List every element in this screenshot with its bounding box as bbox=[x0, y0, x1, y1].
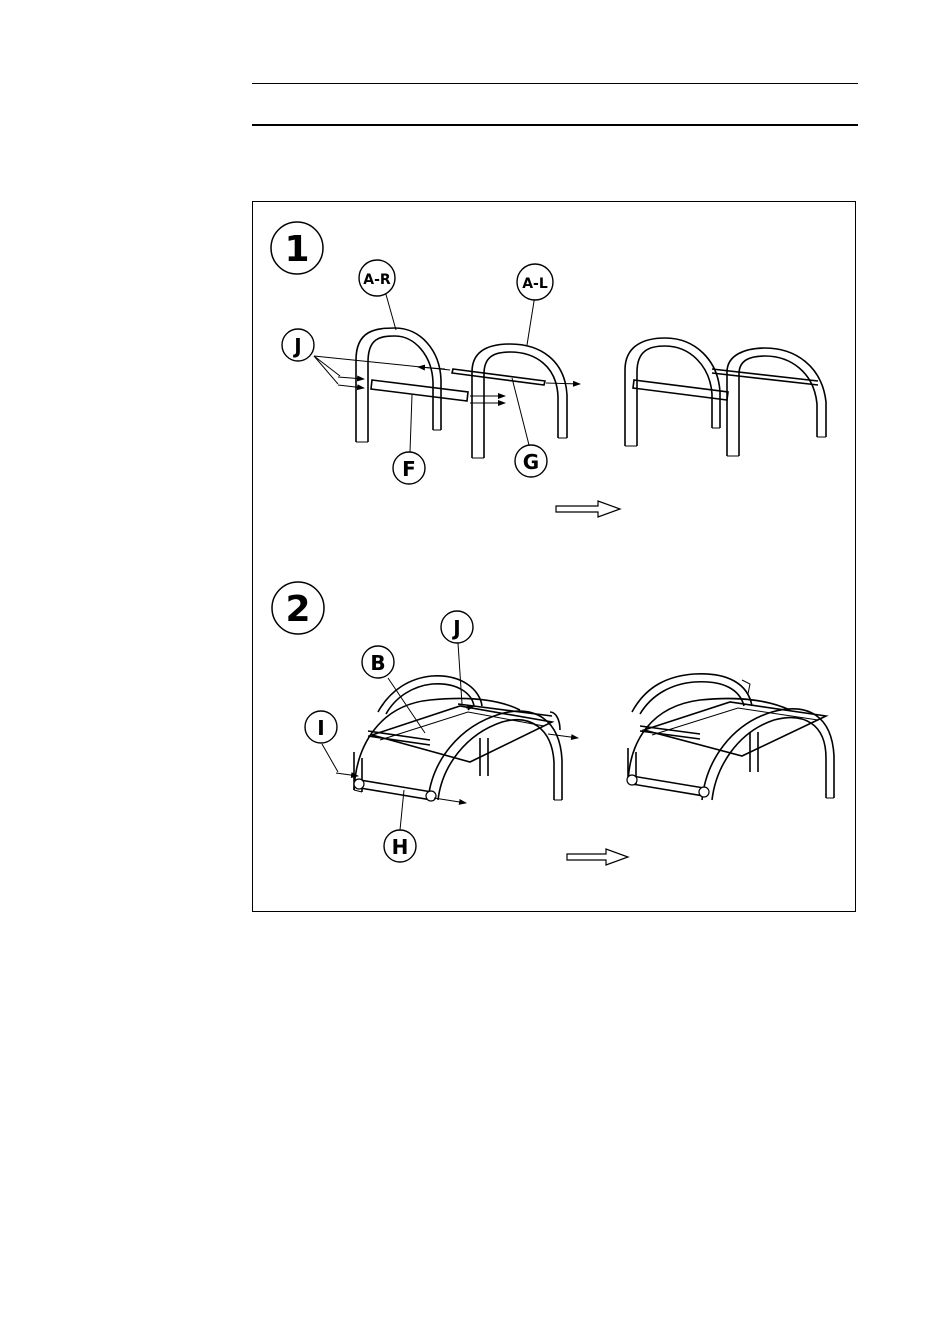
label-j-step2: J bbox=[451, 616, 460, 640]
label-i: I bbox=[317, 716, 324, 740]
callout-h: H bbox=[384, 830, 416, 862]
callout-i: I bbox=[305, 711, 337, 743]
step-1-number-badge: 1 bbox=[271, 222, 323, 274]
callout-f: F bbox=[393, 452, 425, 484]
j-pins bbox=[314, 356, 580, 403]
callout-g: G bbox=[515, 445, 547, 477]
label-g: G bbox=[523, 450, 539, 474]
label-a-r: A-R bbox=[363, 272, 391, 288]
callout-a-r: A-R bbox=[359, 260, 395, 296]
rod-g bbox=[452, 369, 545, 385]
label-f: F bbox=[402, 457, 416, 481]
label-a-l: A-L bbox=[522, 276, 548, 292]
callout-b: B bbox=[362, 646, 394, 678]
step-1-assembled-frame bbox=[625, 338, 826, 456]
label-h: H bbox=[392, 835, 409, 859]
arch-a-l bbox=[472, 344, 567, 458]
callout-a-l: A-L bbox=[517, 264, 553, 300]
step-1: 1 bbox=[271, 222, 826, 517]
step-2-assembled-frame bbox=[627, 674, 834, 800]
callout-j-step2: J bbox=[441, 611, 473, 643]
step-2-frame-before bbox=[336, 676, 578, 803]
label-j-step1: J bbox=[292, 334, 301, 358]
arch-a-r bbox=[356, 328, 441, 442]
step-1-number: 1 bbox=[284, 229, 309, 270]
tube-f bbox=[371, 380, 468, 401]
callout-j-step1: J bbox=[282, 329, 314, 361]
label-b: B bbox=[370, 651, 385, 675]
step-2-result-arrow bbox=[567, 849, 628, 865]
step-2-number-badge: 2 bbox=[272, 582, 324, 634]
step-2: 2 bbox=[272, 582, 834, 865]
step-2-number: 2 bbox=[285, 589, 310, 630]
step-1-result-arrow bbox=[556, 501, 620, 517]
